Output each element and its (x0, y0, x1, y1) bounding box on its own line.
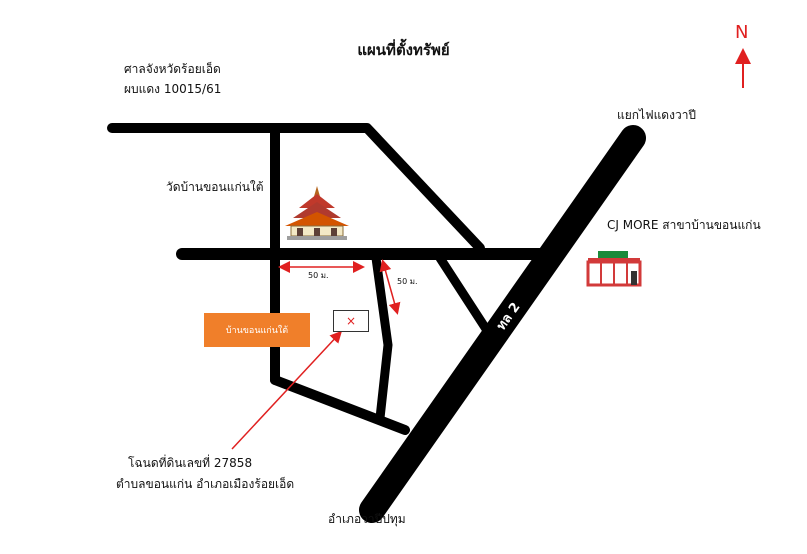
distance-label-vertical: 50 ม. (397, 277, 418, 286)
intersection-label: แยกไฟแดงวาปี (617, 108, 697, 122)
store-icon (586, 251, 642, 287)
temple-label: วัดบ้านขอนแก่นใต้ (166, 180, 264, 194)
distance-label-horizontal: 50 ม. (308, 271, 329, 280)
village-box: บ้านขอนแก่นใต้ (204, 313, 310, 347)
distance-arrow-vertical (379, 259, 401, 315)
case-number: ผบแดง 10015/61 (124, 82, 222, 96)
temple-icon (285, 186, 349, 240)
road-top (107, 123, 485, 253)
plot-marker: × (333, 310, 369, 332)
deed-number: โฉนดที่ดินเลขที่ 27858 (128, 456, 253, 470)
store-label: CJ MORE สาขาบ้านขอนแก่น (607, 218, 761, 232)
road-inner (371, 253, 393, 423)
map-title: แผนที่ตั้งทรัพย์ (357, 41, 450, 59)
destination-label: อำเภอวาปีปทุม (328, 512, 406, 526)
roads (107, 123, 646, 523)
court-name: ศาลจังหวัดร้อยเอ็ด (124, 62, 221, 76)
highway-2 (359, 125, 646, 523)
deed-location: ตำบลขอนแก่น อำเภอเมืองร้อยเอ็ด (116, 477, 295, 491)
north-label: N (735, 22, 749, 43)
road-branch (435, 253, 493, 337)
road-lower-loop (270, 375, 410, 435)
plot-pointer-arrow (231, 330, 343, 450)
